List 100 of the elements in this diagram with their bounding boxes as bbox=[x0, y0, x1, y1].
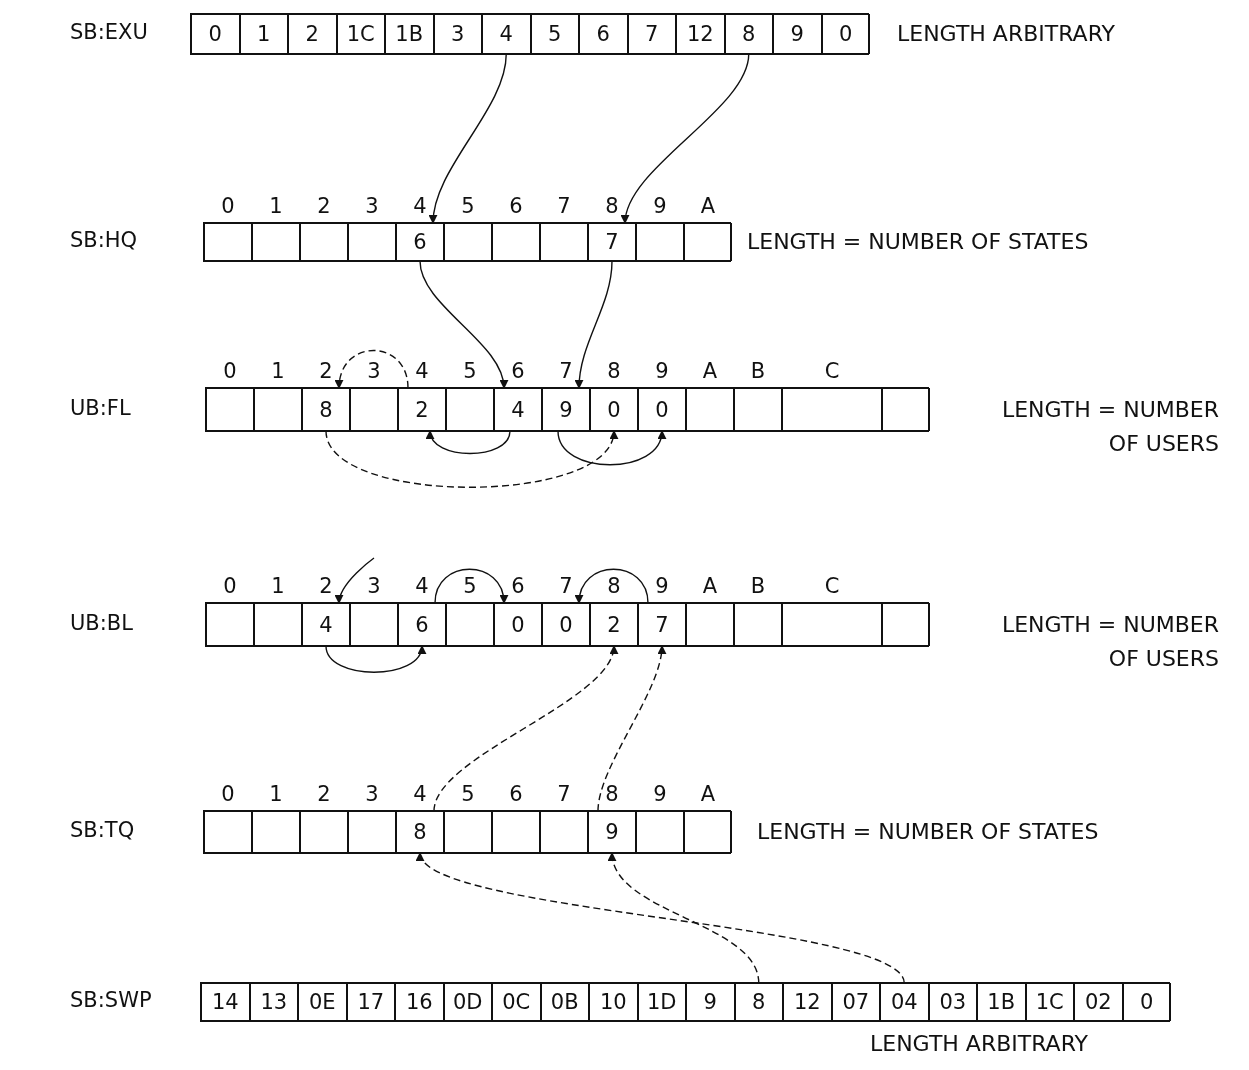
cell-value: 04 bbox=[890, 990, 918, 1014]
index-number: 3 bbox=[367, 574, 381, 598]
index-number: 0 bbox=[223, 574, 237, 598]
memory-cell bbox=[395, 983, 444, 1021]
index-number: 0 bbox=[221, 194, 235, 218]
memory-cell bbox=[831, 983, 880, 1021]
memory-cell bbox=[637, 983, 686, 1021]
cell-value: 9 bbox=[703, 990, 717, 1014]
cell-value: 5 bbox=[548, 22, 562, 46]
index-number: 4 bbox=[413, 194, 427, 218]
cell-value: 02 bbox=[1084, 990, 1112, 1014]
arrow bbox=[419, 260, 508, 389]
memory-cell bbox=[821, 14, 870, 54]
arrow bbox=[429, 53, 507, 224]
index-number: 7 bbox=[557, 194, 571, 218]
cell-value: 8 bbox=[742, 22, 756, 46]
cell-value: 6 bbox=[596, 22, 610, 46]
arrow bbox=[434, 568, 508, 604]
cell-value: 1B bbox=[987, 990, 1016, 1014]
cell-value: 6 bbox=[413, 230, 427, 254]
cell-value: 12 bbox=[686, 22, 714, 46]
memory-cell bbox=[1074, 983, 1123, 1021]
array-name: SB:EXU bbox=[70, 20, 148, 44]
length-note: LENGTH ARBITRARY bbox=[870, 1030, 1089, 1058]
index-number: 4 bbox=[415, 574, 429, 598]
length-note: LENGTH ARBITRARY bbox=[897, 20, 1116, 48]
cell-value: 0 bbox=[839, 22, 853, 46]
length-note: LENGTH = NUMBER OF STATES bbox=[757, 818, 1100, 846]
index-number: 5 bbox=[461, 782, 475, 806]
memory-cell bbox=[686, 983, 735, 1021]
index-number: C bbox=[824, 359, 840, 383]
cell-value: 6 bbox=[415, 612, 429, 637]
memory-cell bbox=[492, 983, 541, 1021]
index-number: 5 bbox=[463, 574, 477, 598]
cell-value: 4 bbox=[511, 397, 525, 422]
memory-cell bbox=[880, 983, 929, 1021]
index-number: 6 bbox=[509, 782, 523, 806]
index-number: 0 bbox=[223, 359, 237, 383]
cell-value: 1C bbox=[1035, 990, 1064, 1014]
cell-value: 8 bbox=[413, 820, 427, 844]
array-name: SB:HQ bbox=[70, 228, 138, 252]
index-number: A bbox=[700, 194, 716, 218]
arrow bbox=[557, 430, 665, 466]
index-number: 3 bbox=[367, 359, 381, 383]
memory-cell bbox=[676, 14, 725, 54]
memory-cell bbox=[336, 14, 385, 54]
memory-cell bbox=[977, 983, 1026, 1021]
cell-value: 0 bbox=[1140, 990, 1154, 1014]
index-number: 7 bbox=[559, 359, 573, 383]
index-number: 9 bbox=[653, 194, 667, 218]
memory-cell bbox=[1025, 983, 1074, 1021]
memory-cell bbox=[724, 14, 773, 54]
index-number: 8 bbox=[607, 359, 621, 383]
memory-cell bbox=[433, 14, 482, 54]
cell-value: 8 bbox=[752, 990, 766, 1014]
index-number: 8 bbox=[605, 194, 619, 218]
index-number: B bbox=[750, 574, 766, 598]
cell-value: 2 bbox=[415, 397, 429, 422]
array-name: UB:FL bbox=[70, 395, 131, 420]
memory-cell bbox=[239, 14, 288, 54]
memory-cell bbox=[191, 14, 240, 54]
arrow bbox=[609, 852, 760, 984]
cell-value: 13 bbox=[260, 990, 288, 1014]
arrow bbox=[325, 645, 425, 673]
arrow bbox=[597, 645, 666, 812]
cell-value: 0D bbox=[453, 990, 483, 1014]
index-number: 6 bbox=[509, 194, 523, 218]
memory-cell bbox=[530, 14, 579, 54]
index-number: 7 bbox=[557, 782, 571, 806]
index-number: C bbox=[824, 574, 840, 598]
memory-cell bbox=[249, 983, 298, 1021]
index-number: 2 bbox=[319, 359, 333, 383]
memory-cell bbox=[346, 983, 395, 1021]
array-name: SB:SWP bbox=[70, 988, 152, 1012]
memory-cell bbox=[298, 983, 347, 1021]
cell-value: 3 bbox=[451, 22, 465, 46]
cell-value: 0 bbox=[655, 397, 669, 422]
cell-value: 8 bbox=[319, 397, 333, 422]
cell-value: 4 bbox=[499, 22, 513, 46]
cell-value: 1D bbox=[647, 990, 677, 1014]
index-number: 0 bbox=[221, 782, 235, 806]
memory-cell bbox=[1122, 983, 1171, 1021]
index-number: 2 bbox=[319, 574, 333, 598]
memory-cell bbox=[385, 14, 434, 54]
memory-cell bbox=[734, 983, 783, 1021]
index-number: A bbox=[702, 574, 718, 598]
index-number: A bbox=[700, 782, 716, 806]
cell-value: 14 bbox=[211, 990, 239, 1014]
cell-value: 0C bbox=[502, 990, 531, 1014]
cell-value: 7 bbox=[655, 612, 669, 637]
arrow bbox=[621, 53, 750, 224]
cell-value: 0 bbox=[607, 397, 621, 422]
index-number: B bbox=[750, 359, 766, 383]
cell-value: 2 bbox=[607, 612, 621, 637]
memory-cell bbox=[773, 14, 822, 54]
arrow bbox=[419, 852, 905, 984]
length-note: LENGTH = NUMBER OF USERS bbox=[1000, 395, 1219, 458]
array-name: SB:TQ bbox=[70, 818, 135, 842]
cell-value: 0 bbox=[511, 612, 525, 637]
index-number: 1 bbox=[271, 359, 285, 383]
